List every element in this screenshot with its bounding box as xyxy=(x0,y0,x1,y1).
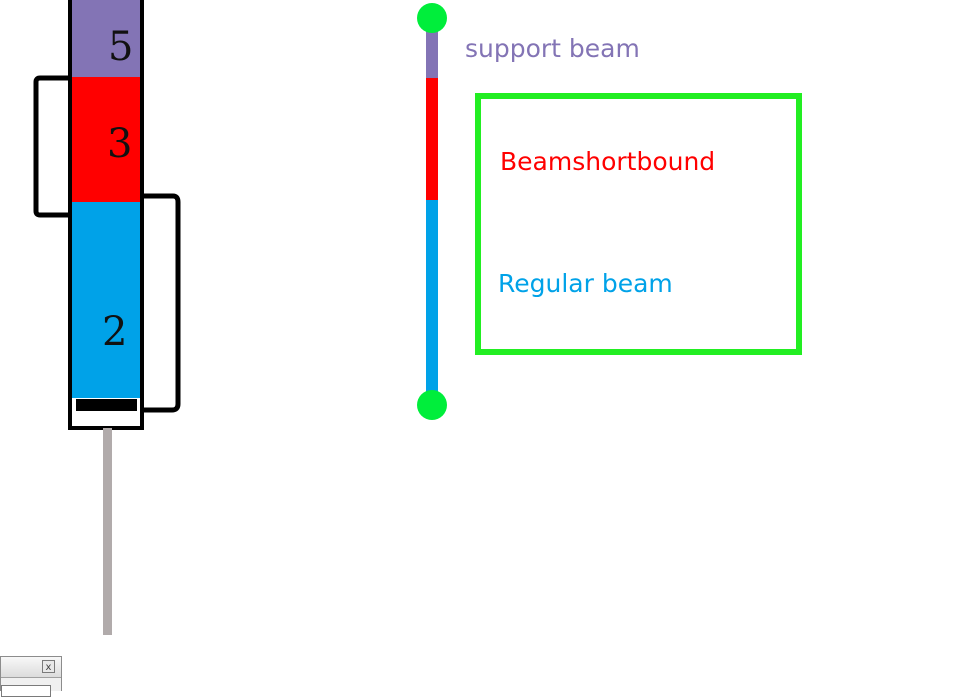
legend-beam xyxy=(417,3,447,420)
bracket-left xyxy=(33,75,70,218)
beam-column: 5 3 2 xyxy=(33,0,181,635)
top-node[interactable] xyxy=(417,3,447,33)
segment-support xyxy=(70,0,142,77)
legend-regular-section xyxy=(426,200,438,405)
segment-short xyxy=(70,77,142,202)
close-icon[interactable]: x xyxy=(42,660,55,673)
legend-short-section xyxy=(426,78,438,200)
legend-support-section xyxy=(426,18,438,78)
segment-label-5: 5 xyxy=(108,24,133,70)
pole xyxy=(103,428,112,635)
segment-regular xyxy=(70,202,142,398)
dialog-titlebar[interactable]: x xyxy=(1,657,61,678)
segment-label-3: 3 xyxy=(107,121,132,167)
bracket-right xyxy=(142,193,181,413)
bottom-node[interactable] xyxy=(417,390,447,420)
dialog-fragment: x xyxy=(0,656,62,697)
support-beam-label: support beam xyxy=(465,34,640,63)
dialog-input[interactable] xyxy=(1,685,51,697)
short-beam-label: Beamshortbound xyxy=(500,147,715,176)
highlight-frame xyxy=(475,93,802,355)
column-base-bar xyxy=(76,399,137,411)
segment-label-2: 2 xyxy=(102,309,127,355)
regular-beam-label: Regular beam xyxy=(498,269,673,298)
